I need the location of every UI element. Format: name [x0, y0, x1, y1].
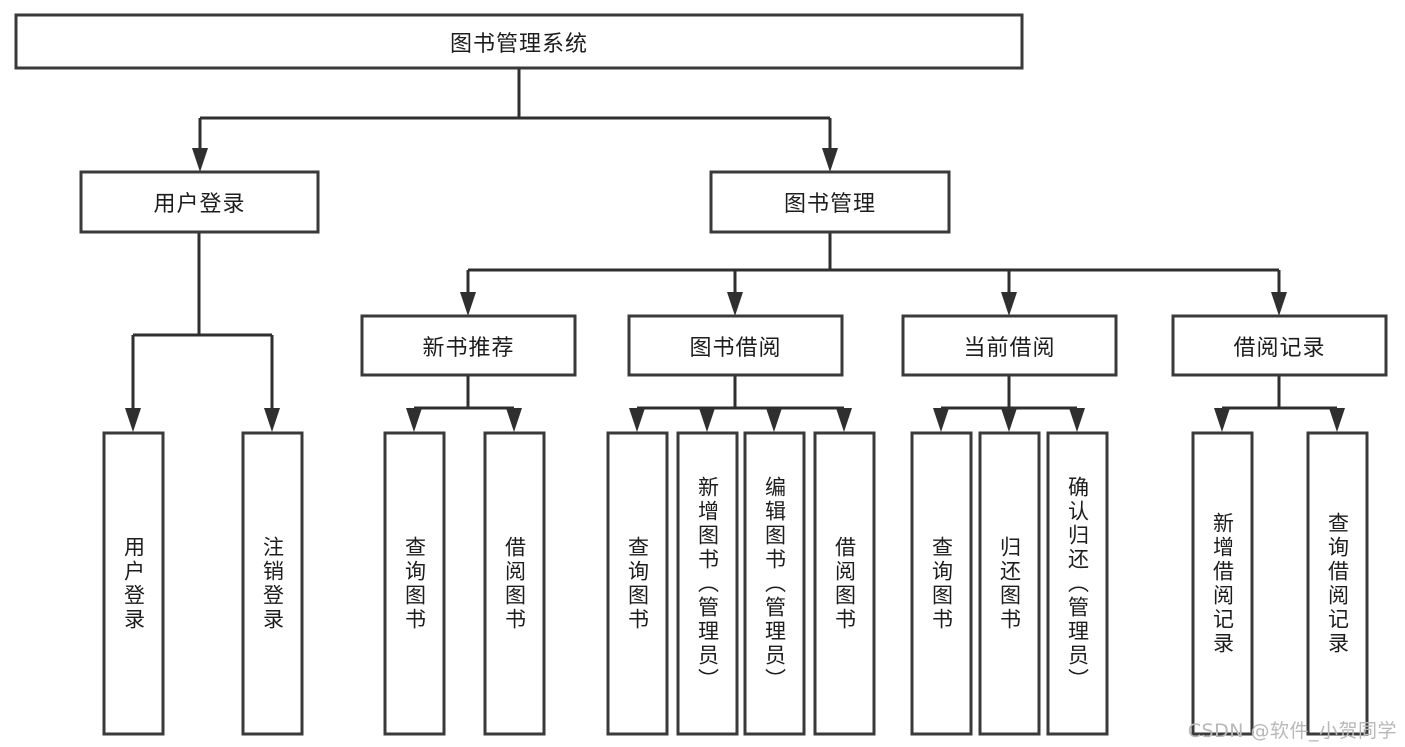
connector-currentborrow-to-leaves: [933, 375, 1085, 432]
leaf-box-user-login[interactable]: [102, 431, 165, 736]
connector-root-to-level2: [192, 68, 838, 172]
leaf-box-query-book-1[interactable]: [383, 431, 446, 736]
node-book-management[interactable]: [709, 170, 951, 234]
leaf-box-borrow-book-2[interactable]: [813, 431, 876, 736]
leaf-box-query-borrow-record[interactable]: [1306, 431, 1369, 736]
node-new-book-recommend[interactable]: [360, 314, 577, 377]
leaf-box-query-book-3[interactable]: [910, 431, 973, 736]
leaf-box-add-borrow-record[interactable]: [1191, 431, 1254, 736]
node-book-borrow[interactable]: [627, 314, 844, 377]
node-borrow-record[interactable]: [1171, 314, 1388, 377]
leaf-box-confirm-return-admin[interactable]: [1046, 431, 1109, 736]
connector-newbook-to-leaves: [406, 375, 522, 432]
node-root-book-management-system[interactable]: [14, 13, 1024, 70]
node-user-login[interactable]: [79, 170, 320, 234]
leaf-box-logout[interactable]: [241, 431, 304, 736]
node-current-borrow[interactable]: [901, 314, 1118, 377]
leaf-box-return-book[interactable]: [978, 431, 1041, 736]
connector-borrowrecord-to-leaves: [1214, 375, 1345, 432]
connector-bookborrow-to-leaves: [629, 375, 852, 432]
leaf-box-borrow-book-1[interactable]: [483, 431, 546, 736]
connector-userlogin-to-leaves: [125, 232, 280, 432]
csdn-watermark: CSDN @软件_小贺同学: [1187, 720, 1397, 742]
leaf-box-edit-book-admin[interactable]: [743, 431, 806, 736]
leaf-box-query-book-2[interactable]: [606, 431, 669, 736]
connector-bookmgmt-to-level3: [460, 232, 1287, 316]
leaf-box-add-book-admin[interactable]: [676, 431, 739, 736]
